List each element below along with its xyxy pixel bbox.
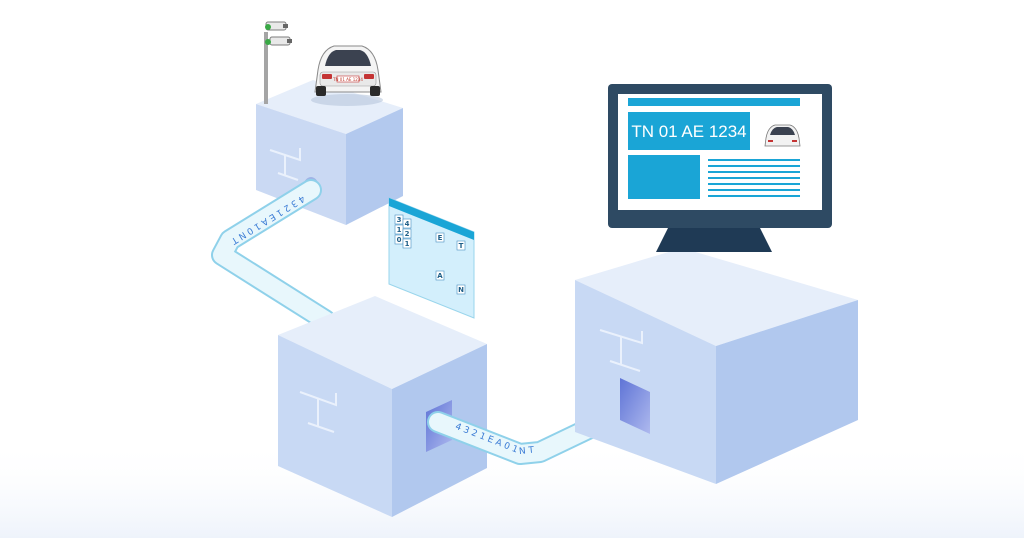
tube-upper-characters: 4 3 2 1 E A 1 0 N T — [229, 193, 306, 246]
segment-character: 2 — [405, 230, 410, 238]
segment-character: 3 — [397, 216, 402, 224]
screen-header-bar — [628, 98, 800, 106]
segment-character: 0 — [397, 236, 402, 244]
segment-character: N — [458, 286, 464, 294]
car-icon: TN 01 AE 1234 — [311, 46, 383, 106]
segment-character: A — [437, 272, 443, 280]
cctv-camera-icon — [265, 22, 292, 45]
segment-character: 4 — [405, 220, 410, 228]
segment-character: E — [438, 234, 443, 242]
screen-image-block — [628, 155, 700, 199]
car-thumbnail-icon — [765, 125, 800, 146]
segment-character: T — [459, 242, 464, 250]
monitor: TN 01 AE 1234 — [608, 84, 832, 252]
segment-character: 1 — [405, 240, 410, 248]
car-plate-text: TN 01 AE 1234 — [332, 77, 363, 82]
recognized-plate-text: TN 01 AE 1234 — [631, 122, 746, 141]
segment-character: 1 — [397, 226, 402, 234]
